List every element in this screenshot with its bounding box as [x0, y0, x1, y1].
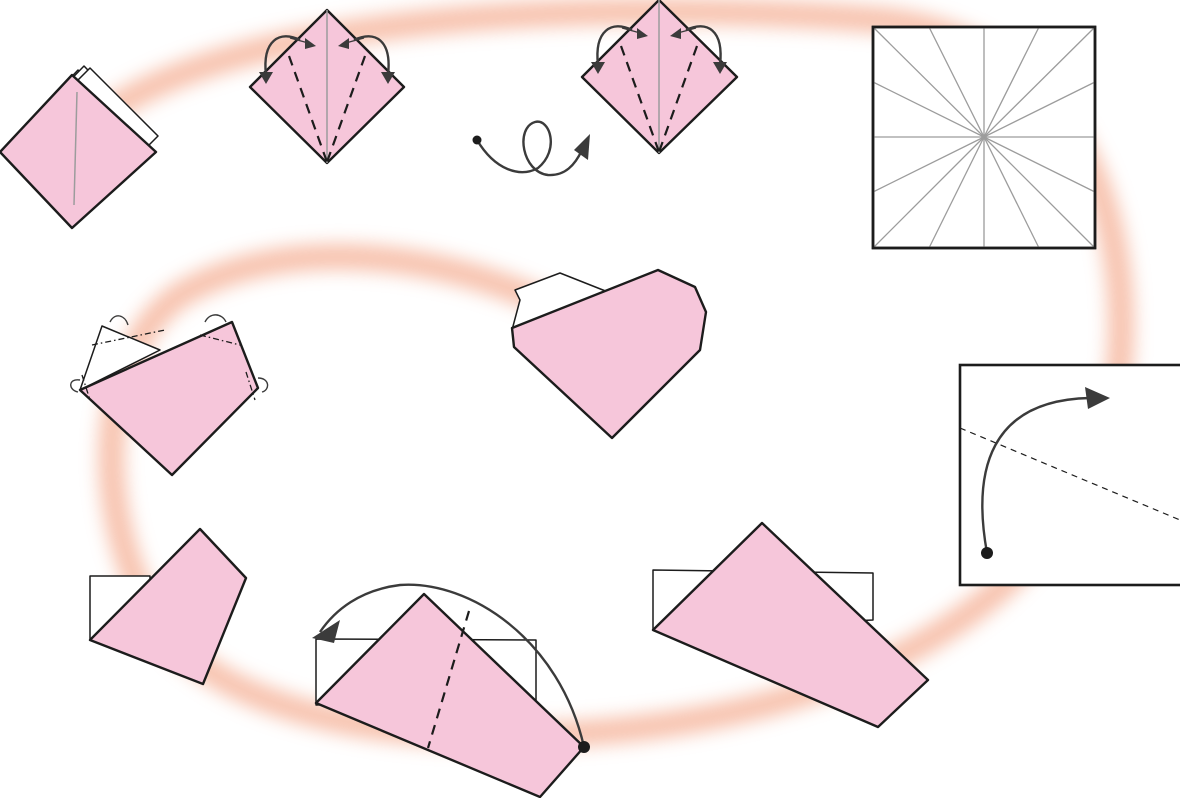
crease-rays: [873, 27, 1095, 248]
turn-over-icon: [477, 122, 582, 175]
step-finished-heart: [512, 270, 706, 438]
step-turn-over: [473, 122, 591, 175]
step-fold-corner-over: [312, 585, 590, 797]
step-crease-pattern: [873, 27, 1095, 248]
step-fold-diagonal: [960, 365, 1180, 585]
